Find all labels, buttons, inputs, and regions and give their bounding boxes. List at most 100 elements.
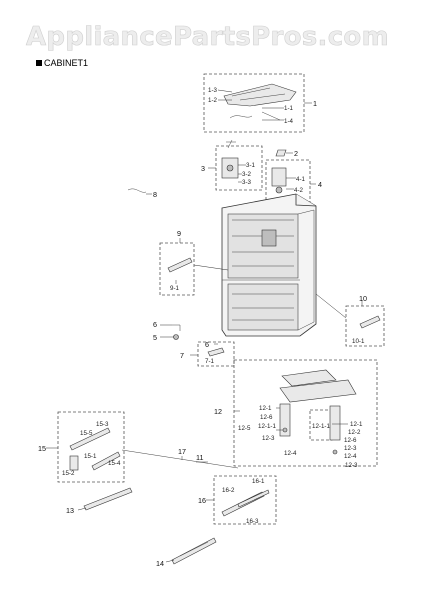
label-10: 10	[359, 294, 367, 303]
label-3-2: 3-2	[242, 171, 252, 178]
label-2: 2	[294, 149, 298, 158]
part-1-1-screw[interactable]	[261, 111, 281, 121]
part-group-12[interactable]: 12 12-1 12-6 12-1-1 12-5 12-3 12-4 12-1-…	[214, 359, 378, 469]
cabinet-side-panel	[297, 209, 315, 331]
part-1-detail	[231, 87, 286, 101]
label-9: 9	[177, 229, 181, 238]
label-15-2: 15-2	[62, 470, 75, 477]
label-5: 5	[153, 333, 157, 342]
label-17: 17	[178, 447, 186, 456]
part-17-bar[interactable]	[121, 449, 239, 469]
label-12-4b: 12-4	[344, 453, 357, 460]
label-12-2: 12-2	[348, 429, 361, 436]
label-11: 11	[196, 453, 203, 462]
label-12-1a: 12-1	[259, 405, 272, 412]
label-15-3: 15-3	[96, 421, 109, 428]
part-group-1[interactable]: 1-3 1-2 1-1 1-4 1	[203, 73, 317, 133]
label-13: 13	[66, 506, 74, 515]
label-12-1-1a: 12-1-1	[258, 423, 276, 430]
label-12-5: 12-5	[238, 425, 251, 432]
label-8: 8	[153, 190, 157, 199]
label-15-4: 15-4	[108, 460, 121, 467]
control-panel	[261, 229, 277, 247]
cabinet-top-edge	[295, 194, 317, 207]
label-3: 3	[201, 164, 205, 173]
label-1-3: 1-3	[208, 87, 218, 94]
part-1-4-wire[interactable]	[229, 115, 253, 119]
part-7-bracket[interactable]	[207, 347, 225, 357]
label-12-1-1b: 12-1-1	[312, 423, 330, 430]
label-4: 4	[318, 180, 322, 189]
part-12-3-screw-b[interactable]	[332, 449, 338, 455]
freezer-rails	[232, 293, 294, 321]
label-12-3a: 12-3	[262, 435, 275, 442]
part-group-5-6[interactable]: 6 5	[153, 320, 181, 342]
group-9-box	[159, 242, 195, 296]
label-4-2: 4-2	[294, 187, 304, 194]
label-1-4: 1-4	[284, 118, 294, 125]
label-7: 7	[180, 351, 184, 360]
part-6-clip[interactable]	[172, 324, 181, 331]
part-15-3-rail[interactable]	[69, 427, 111, 451]
part-group-10[interactable]: 10 10-1	[315, 293, 385, 347]
part-1-bracket[interactable]	[223, 83, 297, 107]
label-6a: 6	[153, 320, 157, 329]
label-12-4a: 12-4	[284, 450, 297, 457]
label-16-1: 16-1	[252, 478, 265, 485]
part-group-17-11[interactable]: 17 11	[121, 447, 239, 469]
part-10-rail[interactable]	[359, 315, 381, 329]
label-16-3: 16-3	[246, 518, 259, 525]
group-10-box	[345, 305, 385, 347]
part-12-tray[interactable]	[279, 379, 357, 403]
label-16-2: 16-2	[222, 487, 235, 494]
part-14-detail	[179, 541, 209, 557]
group-12-box	[233, 359, 378, 467]
label-3-1: 3-1	[246, 162, 256, 169]
section-title: CABINET1	[36, 58, 88, 68]
label-15-5: 15-5	[80, 430, 93, 437]
part-group-2[interactable]: 2	[275, 149, 298, 158]
part-group-15[interactable]: 15 15-3 15-5 15-1 15-4 15-2	[38, 411, 125, 483]
label-12-6a: 12-6	[260, 414, 273, 421]
part-3-2-pin[interactable]	[226, 164, 234, 172]
part-12-1-left-bracket[interactable]	[279, 403, 291, 437]
part-group-8[interactable]: 8	[127, 188, 157, 199]
label-4-1: 4-1	[296, 176, 306, 183]
part-12-top-cover[interactable]	[281, 369, 337, 387]
part-group-7[interactable]: 6 7 7-1	[180, 340, 235, 367]
part-12-1-right-bracket[interactable]	[329, 405, 341, 441]
part-group-3[interactable]: 3-1 3-2 3-3 3	[201, 139, 263, 191]
part-5-clip[interactable]	[173, 334, 179, 340]
label-7-1: 7-1	[205, 358, 215, 365]
label-10-1: 10-1	[352, 338, 365, 345]
part-2-cap[interactable]	[275, 149, 287, 157]
bullet-square-icon	[36, 60, 42, 66]
part-group-14[interactable]: 14	[156, 537, 217, 568]
part-4-2-pin[interactable]	[275, 186, 283, 194]
part-group-16[interactable]: 16 16-1 16-2 16-3	[198, 475, 277, 525]
label-9-1: 9-1	[170, 285, 180, 292]
label-1-1: 1-1	[284, 105, 294, 112]
label-12-3b: 12-3	[344, 445, 357, 452]
part-15-1-bracket[interactable]	[69, 455, 79, 471]
group-16-box	[213, 475, 277, 525]
label-15: 15	[38, 444, 46, 453]
label-12-3c: 12-3	[345, 462, 358, 469]
part-14-rail[interactable]	[171, 537, 217, 565]
watermark: AppliancePartsPros.com	[26, 22, 389, 53]
part-group-13[interactable]: 13	[66, 487, 133, 515]
label-1: 1	[313, 99, 317, 108]
part-9-rail[interactable]	[167, 257, 193, 273]
part-group-9[interactable]: 9 9-1	[159, 229, 229, 296]
group-7-box	[197, 341, 235, 367]
part-8-wire[interactable]	[127, 188, 147, 193]
part-13-rail[interactable]	[83, 487, 133, 511]
label-12: 12	[214, 407, 222, 416]
part-12-3-screw[interactable]	[282, 427, 288, 433]
cabinet-body[interactable]	[221, 193, 317, 337]
part-15-4-slide[interactable]	[91, 451, 121, 471]
part-16-1-rail[interactable]	[237, 489, 270, 508]
group-15-box	[57, 411, 125, 483]
part-4-1-hinge[interactable]	[271, 167, 287, 187]
